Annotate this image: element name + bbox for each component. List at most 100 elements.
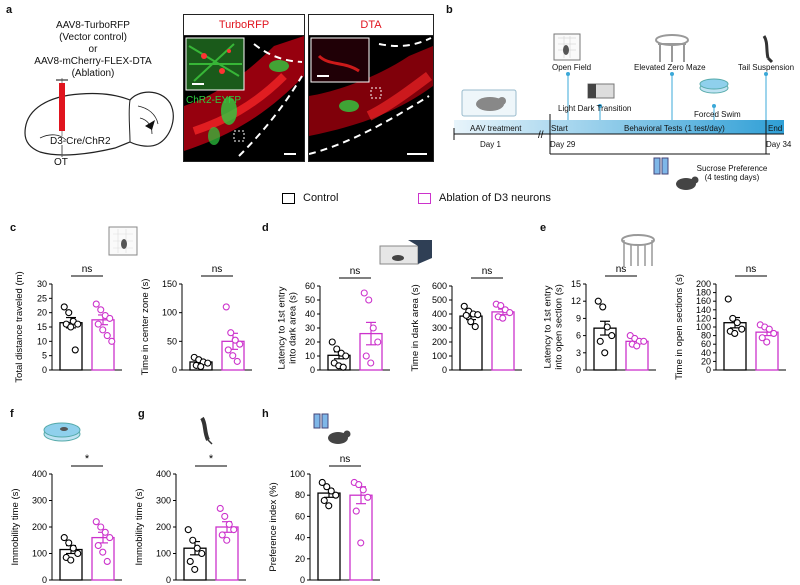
y-tick-label-d2: 300 bbox=[432, 323, 447, 333]
timeline-day29: Day 29 bbox=[550, 140, 576, 149]
data-point-e1 bbox=[633, 342, 641, 350]
data-point-c1 bbox=[94, 320, 102, 328]
y-tick-label-e2: 80 bbox=[701, 331, 711, 341]
panel-label-e: e bbox=[540, 222, 547, 234]
legend-control-label: Control bbox=[303, 192, 339, 204]
data-point-e1 bbox=[594, 297, 602, 305]
y-tick-label-h: 80 bbox=[295, 490, 305, 500]
data-point-e1 bbox=[599, 303, 607, 311]
panel-label-a: a bbox=[6, 4, 13, 16]
y-tick-label-d1: 0 bbox=[310, 365, 315, 375]
y-tick-label-d1: 40 bbox=[305, 309, 315, 319]
data-point-d1 bbox=[367, 359, 375, 367]
y-tick-label-d2: 0 bbox=[442, 365, 447, 375]
y-tick-label-c1: 20 bbox=[37, 308, 47, 318]
data-point-d1 bbox=[374, 338, 382, 346]
panel-label-c: c bbox=[10, 222, 17, 234]
legend-ablation-swatch bbox=[418, 192, 431, 204]
legend-ablation: Ablation of D3 neurons bbox=[418, 192, 551, 204]
data-point-h bbox=[320, 496, 328, 505]
y-tick-label-h: 40 bbox=[295, 533, 305, 543]
y-axis-label-g: Immobility time (s) bbox=[134, 488, 145, 565]
data-point-c2 bbox=[233, 357, 241, 365]
data-point-d2 bbox=[460, 302, 468, 310]
y-tick-label-d2: 200 bbox=[432, 337, 447, 347]
sig-label-f: * bbox=[85, 453, 90, 465]
data-point-c1 bbox=[97, 306, 105, 314]
y-tick-label-f: 300 bbox=[32, 496, 47, 506]
y-tick-label-c1: 0 bbox=[42, 365, 47, 375]
sucrose-icon bbox=[313, 413, 351, 444]
data-point-d2 bbox=[462, 311, 470, 319]
y-tick-label-e1: 0 bbox=[576, 365, 581, 375]
test-light-dark: Light Dark Transition bbox=[558, 104, 632, 113]
data-point-c1 bbox=[74, 320, 82, 328]
data-point-g bbox=[221, 512, 229, 520]
timeline-day1: Day 1 bbox=[480, 140, 501, 149]
data-point-g bbox=[218, 531, 226, 539]
data-point-d2 bbox=[471, 323, 479, 331]
y-tick-label-f: 200 bbox=[32, 522, 47, 532]
data-point-d1 bbox=[362, 352, 370, 360]
test-elevated-zero-maze: Elevated Zero Maze bbox=[634, 63, 706, 72]
data-point-c1 bbox=[67, 323, 75, 331]
data-point-e1 bbox=[603, 323, 611, 331]
test-forced-swim: Forced Swim bbox=[694, 110, 741, 119]
data-point-c2 bbox=[231, 336, 239, 344]
forced-swim-icon bbox=[43, 422, 81, 442]
sucrose-line2: (4 testing days) bbox=[704, 173, 760, 182]
y-tick-label-h: 0 bbox=[300, 575, 305, 585]
ot-label: OT bbox=[54, 157, 68, 168]
y-tick-label-e1: 15 bbox=[571, 279, 581, 289]
data-point-g bbox=[230, 526, 238, 534]
data-point-c1 bbox=[103, 332, 111, 340]
data-point-f bbox=[65, 539, 73, 547]
ablation-line2: (Ablation) bbox=[71, 68, 115, 79]
sig-label-e2: ns bbox=[746, 264, 757, 275]
y-tick-label-d1: 50 bbox=[305, 295, 315, 305]
data-point-h bbox=[359, 486, 367, 494]
data-point-c1 bbox=[108, 337, 116, 345]
data-point-g bbox=[225, 520, 233, 528]
sucrose-label: Sucrose Preference (4 testing days) bbox=[682, 164, 782, 182]
data-point-d1 bbox=[333, 345, 341, 353]
mouse-line-label: D3-Cre/ChR2 bbox=[50, 136, 111, 147]
data-point-f bbox=[97, 523, 105, 531]
data-point-g bbox=[198, 549, 206, 558]
experiment-timeline: // bbox=[453, 33, 784, 190]
data-point-d1 bbox=[339, 363, 347, 371]
timeline-day34: Day 34 bbox=[766, 140, 792, 149]
timeline-start: Start bbox=[551, 124, 568, 133]
data-point-g bbox=[191, 565, 199, 573]
ablation-line1: AAV8-mCherry-FLEX-DTA bbox=[34, 56, 152, 67]
data-point-c2 bbox=[224, 346, 232, 354]
data-point-g bbox=[184, 526, 192, 534]
data-point-f bbox=[67, 556, 75, 564]
data-point-e2 bbox=[738, 325, 746, 333]
y-tick-label-c2: 150 bbox=[162, 279, 177, 289]
panel-label-f: f bbox=[10, 408, 14, 420]
sig-label-h: ns bbox=[340, 454, 351, 465]
y-axis-label-c1: Total distance traveled (m) bbox=[14, 271, 25, 382]
y-tick-label-f: 100 bbox=[32, 549, 47, 559]
data-point-d1 bbox=[365, 296, 373, 304]
data-point-g bbox=[193, 544, 201, 552]
y-tick-label-c2: 50 bbox=[167, 336, 177, 346]
vector-line1: AAV8-TurboRFP bbox=[56, 20, 130, 31]
y-tick-label-e2: 20 bbox=[701, 356, 711, 366]
data-point-c2 bbox=[236, 340, 244, 348]
y-tick-label-h: 60 bbox=[295, 511, 305, 521]
y-tick-label-d1: 10 bbox=[305, 351, 315, 361]
data-point-e2 bbox=[733, 319, 741, 327]
sig-label-g: * bbox=[209, 453, 214, 465]
y-tick-label-d2: 600 bbox=[432, 281, 447, 291]
y-tick-label-e2: 180 bbox=[696, 288, 711, 298]
legend-control: Control bbox=[282, 192, 338, 204]
data-point-c1 bbox=[106, 314, 114, 322]
data-point-e2 bbox=[765, 325, 773, 333]
data-point-c1 bbox=[92, 300, 100, 308]
panel-label-b: b bbox=[446, 4, 453, 16]
y-tick-label-g: 100 bbox=[156, 549, 171, 559]
